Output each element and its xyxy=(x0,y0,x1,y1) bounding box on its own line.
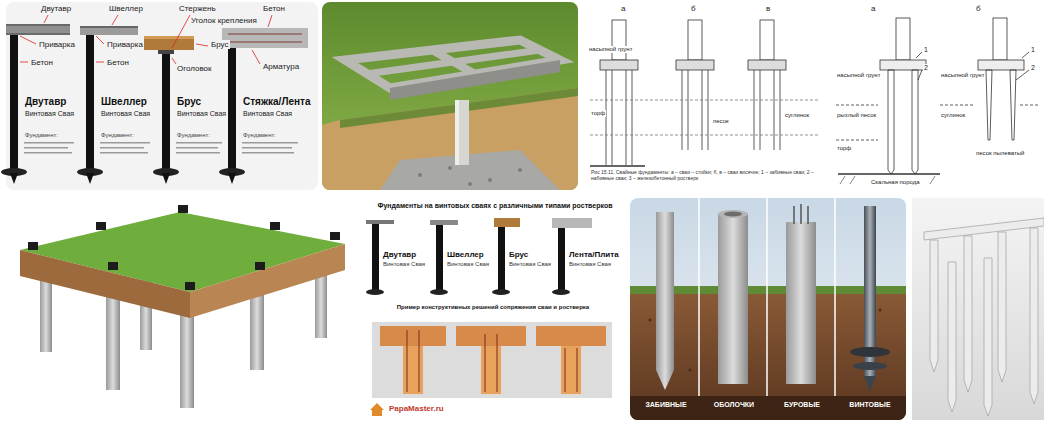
part-label: Скальная порода xyxy=(870,179,921,186)
part-label: Двутавр xyxy=(382,250,417,259)
part-label: Стержень xyxy=(178,4,217,13)
part-label: Винтовая Свая xyxy=(24,110,75,118)
part-label: Фундаменты на винтовых сваях с различным… xyxy=(368,202,622,210)
part-label: Швеллер xyxy=(446,250,485,259)
part-label: PapaMaster.ru xyxy=(388,404,445,413)
part-label: суглинок xyxy=(940,112,966,119)
part-label: Винтовая Свая xyxy=(242,110,293,118)
part-label: песок пылеватый xyxy=(975,150,1025,157)
part-label: Брус xyxy=(508,250,529,259)
part-label: Брус xyxy=(176,96,202,108)
part-label: Бетон xyxy=(30,58,54,67)
part-label: Фундамент: xyxy=(242,132,277,139)
part-label: Швеллер xyxy=(108,4,144,13)
part-label: Винтовая Свая xyxy=(508,261,552,268)
part-label: Фундамент: xyxy=(100,132,135,139)
part-label: насыпной грунт xyxy=(836,72,881,79)
part-label: 2 xyxy=(1030,64,1036,72)
part-label: Бетон xyxy=(106,58,130,67)
part-label: в xyxy=(765,4,771,13)
part-label: Приварка xyxy=(106,40,144,49)
section-drawing xyxy=(590,20,820,166)
part-label: Стяжка/Лента xyxy=(242,96,311,108)
part-label: Уголок крепления xyxy=(190,16,258,25)
pile-render xyxy=(924,218,1044,416)
grillage-photo xyxy=(322,2,578,190)
part-label: а xyxy=(870,4,876,13)
part-label: песок xyxy=(712,118,730,125)
part-label: рыхлый песок xyxy=(836,112,877,119)
part-label: Винтовая Свая xyxy=(382,261,426,268)
part-label: Лента/Плита xyxy=(568,250,620,259)
section-drawing xyxy=(836,18,1038,184)
part-label: Двутавр xyxy=(24,96,67,108)
part-label: Винтовая Свая xyxy=(568,261,612,268)
part-label: Фундамент: xyxy=(24,132,59,139)
part-label: ВИНТОВЫЕ xyxy=(836,401,904,409)
part-label: Бетон xyxy=(262,4,286,13)
part-label: Пример конструктивных решений сопряжения… xyxy=(372,304,614,311)
part-label: суглинок xyxy=(784,112,810,119)
pile-set xyxy=(366,218,612,416)
part-label: Двутавр xyxy=(40,4,72,13)
part-label: насыпной грунт xyxy=(940,72,985,79)
part-label: торф xyxy=(590,110,606,117)
part-label: Брус xyxy=(210,40,230,49)
part-label: Фундамент: xyxy=(176,132,211,139)
part-label: б xyxy=(690,4,697,13)
part-label: Винтовая Свая xyxy=(446,261,490,268)
part-label: ОБОЛОЧКИ xyxy=(700,401,768,409)
part-label: 1 xyxy=(923,46,929,54)
part-label: БУРОВЫЕ xyxy=(768,401,836,409)
part-label: б xyxy=(975,4,982,13)
part-label: 1 xyxy=(1030,46,1036,54)
pile-types-image xyxy=(630,198,906,420)
part-label: ЗАБИВНЫЕ xyxy=(632,401,700,409)
part-label: Приварка xyxy=(38,40,76,49)
pile-3d-model xyxy=(20,205,345,408)
part-label: Винтовая Свая xyxy=(100,110,151,118)
part-label: Винтовая Свая xyxy=(176,110,227,118)
part-label: насыпной грунт xyxy=(588,46,633,53)
part-label: Швеллер xyxy=(100,96,148,108)
part-label: Арматура xyxy=(262,62,300,71)
part-label: Оголовок xyxy=(176,64,213,73)
part-label: 2 xyxy=(923,64,929,72)
part-label: а xyxy=(620,4,626,13)
part-label: торф xyxy=(836,145,852,152)
part-label: Рис 15.11. Свайные фундаменты: а – сваи … xyxy=(590,170,824,182)
